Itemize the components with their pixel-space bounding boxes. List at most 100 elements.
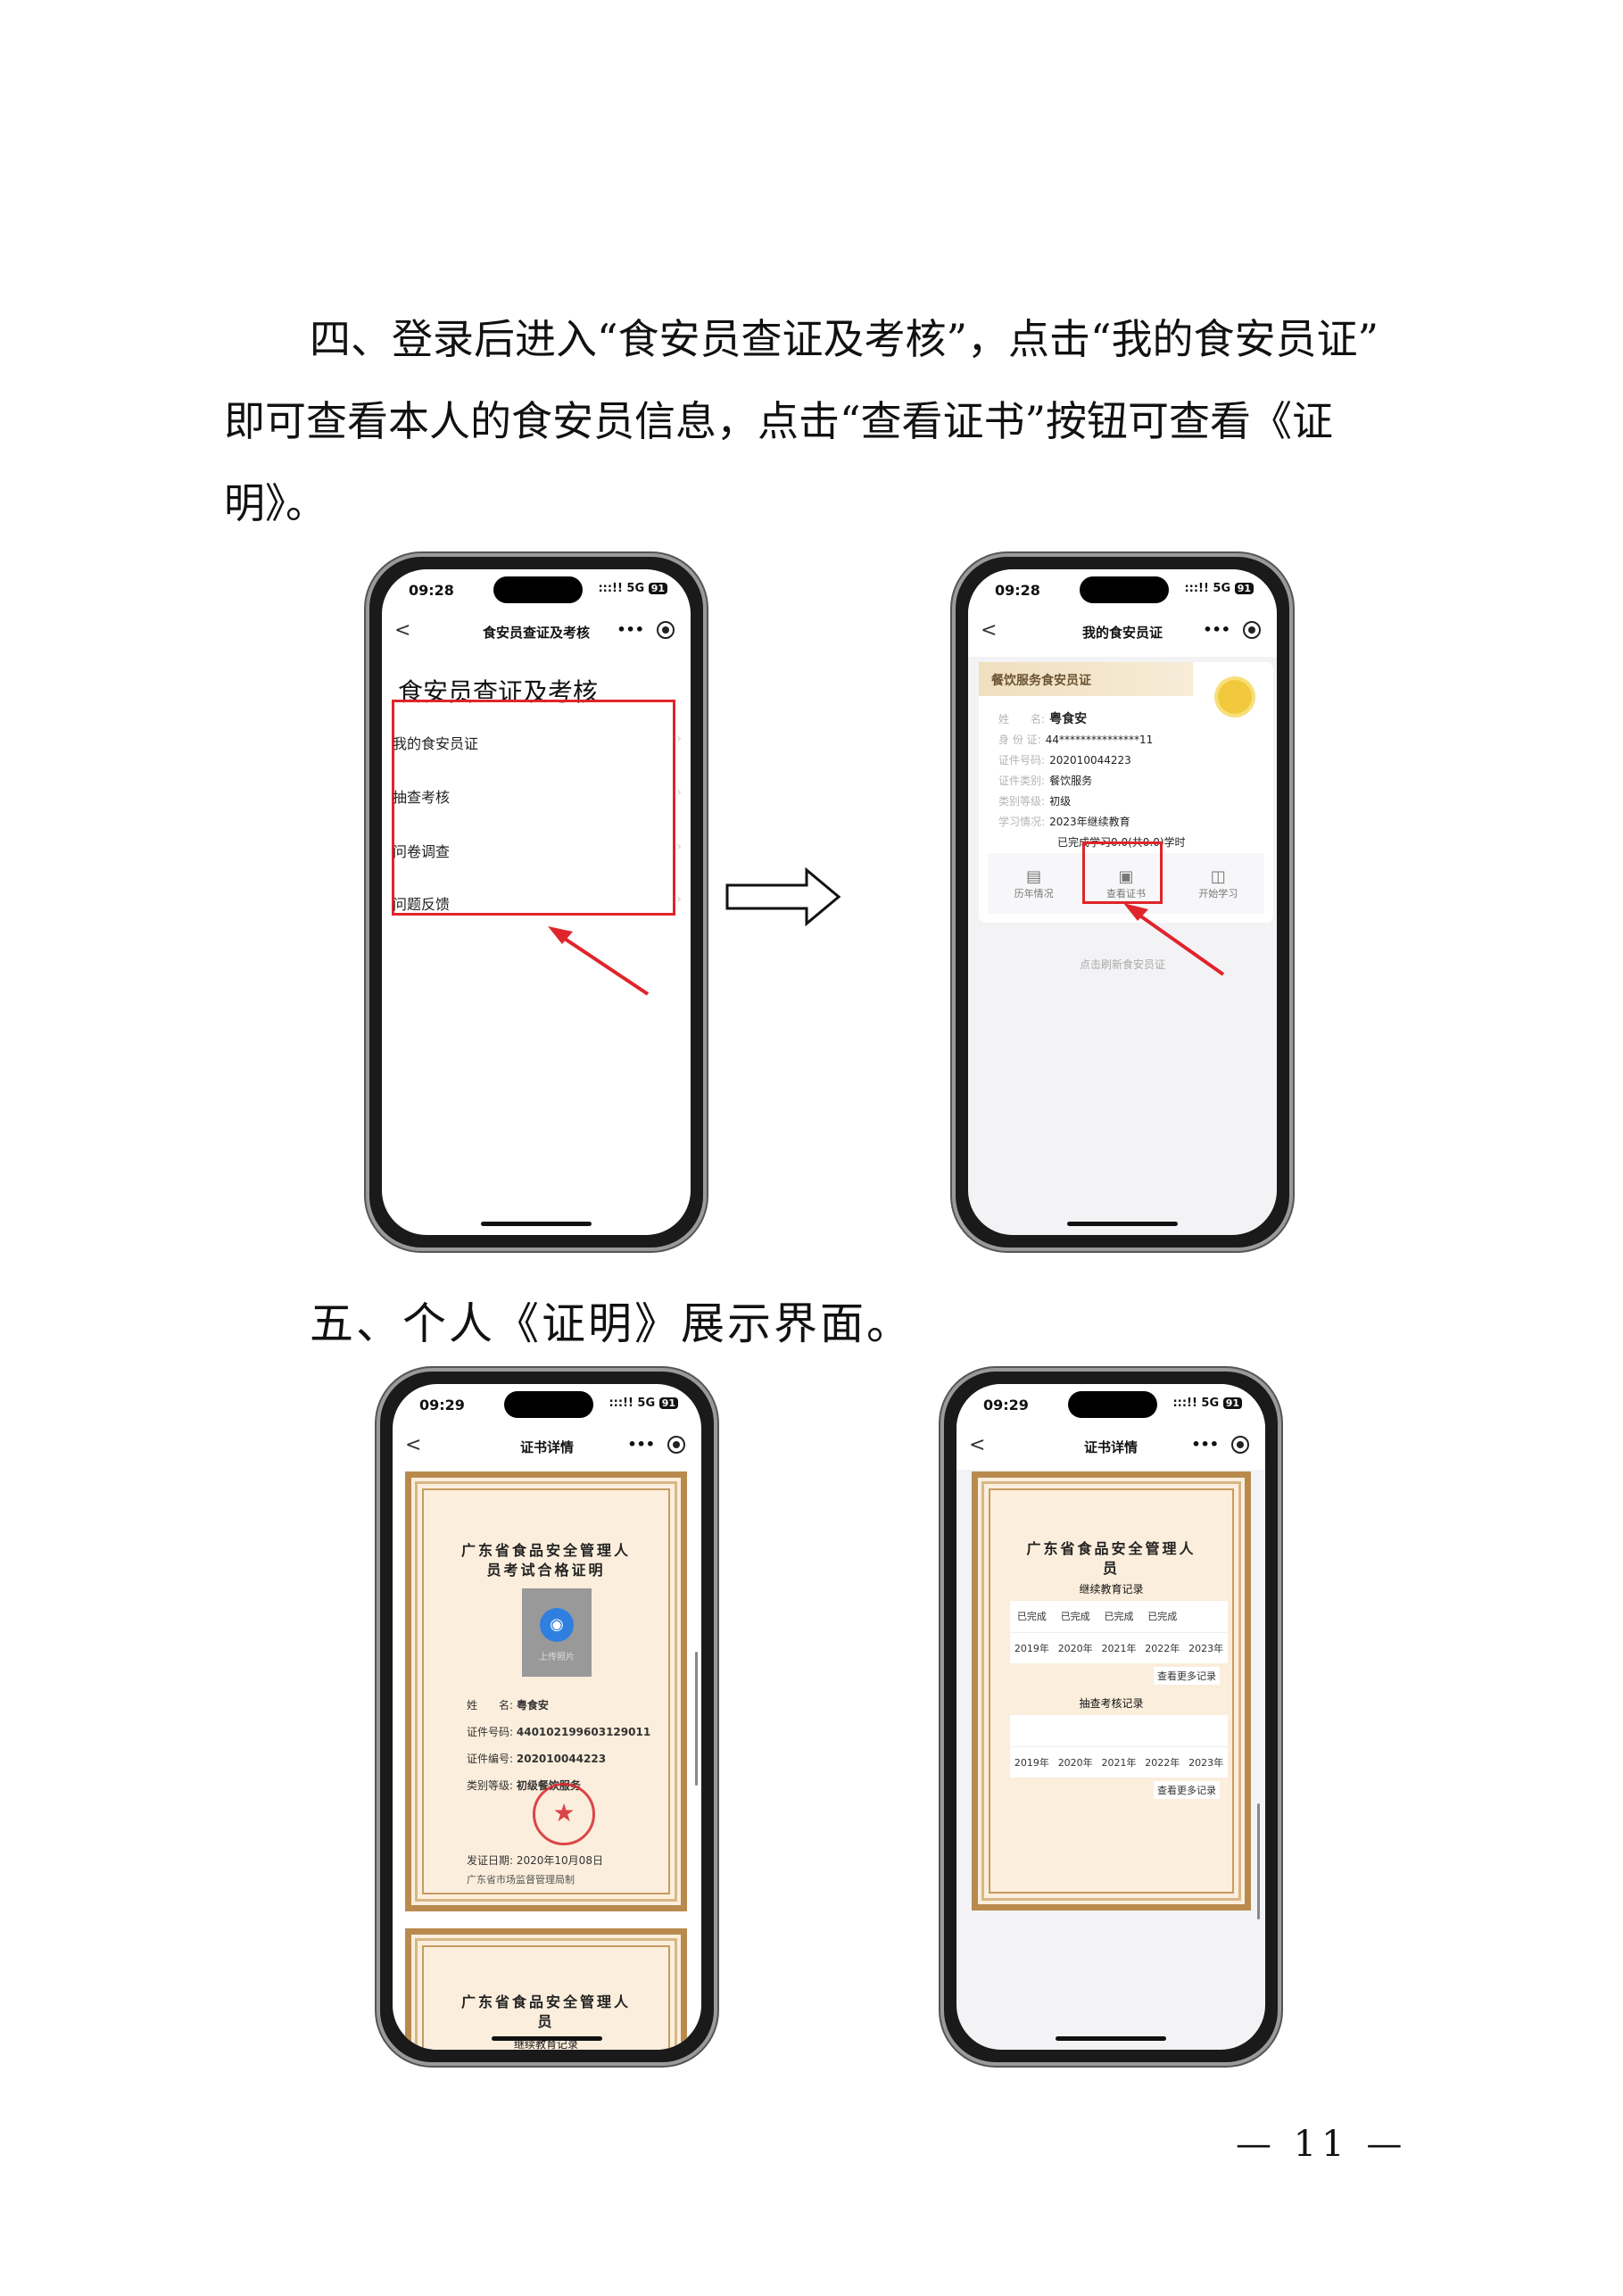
dynamic-island	[1068, 1391, 1157, 1418]
menu-survey[interactable]: 问卷调查 ›	[393, 840, 682, 861]
cert-title: 员	[537, 2013, 555, 2030]
status-icons: :::!! 5G 91	[609, 1397, 678, 1410]
back-icon[interactable]: <	[969, 1434, 986, 1456]
more-icon[interactable]: •••	[627, 1436, 655, 1453]
view-certificate-button[interactable]: ▣查看证书	[1105, 866, 1146, 899]
status-icons: :::!! 5G 91	[1172, 1397, 1242, 1410]
more-records-link[interactable]: 查看更多记录	[1154, 1667, 1220, 1685]
certificate: 广东省食品安全管理人 员考试合格证明 ◉ 上传照片 姓 名: 粤食安 证件号码:…	[405, 1471, 687, 1911]
signal-text: :::!! 5G	[1172, 1397, 1220, 1410]
section5-heading: 五、个人《证明》展示界面。	[310, 1298, 914, 1349]
history-button[interactable]: ▤历年情况	[1014, 866, 1054, 899]
nav-title: 证书详情	[519, 1439, 574, 1455]
status-time: 09:28	[409, 582, 454, 599]
refresh-link[interactable]: 点击刷新食安员证	[1079, 958, 1165, 971]
close-miniprogram-icon[interactable]	[667, 1436, 685, 1454]
highlight-box	[1082, 841, 1163, 904]
phone-screenshot-4: 09:29 :::!! 5G 91 < 证书详情 ••• 广东省食品安全管理人 …	[940, 1368, 1281, 2066]
more-records-link[interactable]: 查看更多记录	[1154, 1781, 1220, 1799]
menu-spot-check[interactable]: 抽查考核 ›	[393, 785, 682, 807]
status-icons: :::!! 5G 91	[598, 582, 667, 595]
cert-title: 员考试合格证明	[486, 1562, 606, 1579]
red-arrow-icon	[1123, 903, 1225, 976]
close-miniprogram-icon[interactable]	[657, 621, 675, 639]
chevron-right-icon: ›	[676, 785, 682, 800]
phone-screenshot-3: 09:29 :::!! 5G 91 < 证书详情 ••• 广东省食品安全管理人 …	[377, 1368, 717, 2066]
cert-title: 广东省食品安全管理人	[460, 1542, 631, 1559]
camera-icon: ◉	[540, 1608, 574, 1642]
battery-icon: 91	[1234, 583, 1254, 594]
home-indicator	[1067, 1222, 1178, 1226]
certificate-2: 广东省食品安全管理人 员 继续教育记录	[405, 1928, 687, 2050]
signal-text: :::!! 5G	[609, 1397, 656, 1410]
history-icon: ▤	[1026, 866, 1042, 886]
menu-label: 问卷调查	[393, 843, 451, 860]
study-value: 2023年继续教育	[1049, 816, 1130, 828]
menu-label: 抽查考核	[393, 789, 451, 806]
level-value: 初级	[1049, 795, 1072, 808]
cert-subtitle: 继续教育记录	[513, 2038, 578, 2050]
text-line: 即可查看本人的食安员信息，点击“查看证书”按钮可查看《证	[224, 397, 1334, 445]
certificate-card: 餐饮服务食安员证 姓 名: 粤食安 身 份 证: 44*************…	[979, 662, 1273, 923]
status-time: 09:29	[983, 1397, 1029, 1413]
check-record-title: 抽查考核记录	[1079, 1697, 1144, 1710]
nav-title: 证书详情	[1083, 1439, 1138, 1455]
menu-my-certificate[interactable]: 我的食安员证 ›	[393, 732, 682, 753]
status-time: 09:28	[995, 582, 1040, 599]
menu-label: 问题反馈	[393, 896, 451, 913]
chevron-right-icon: ›	[676, 732, 682, 746]
text-line: 四、登录后进入“食安员查证及考核”，点击“我的食安员证”	[310, 315, 1379, 363]
phone-screenshot-2: 09:28 :::!! 5G 91 < 我的食安员证 ••• 餐饮服务食安员证 …	[952, 553, 1293, 1251]
battery-icon: 91	[658, 1397, 678, 1409]
status-row: 已完成已完成已完成已完成	[1016, 1611, 1178, 1623]
more-icon[interactable]: •••	[1203, 621, 1230, 638]
medal-icon	[1218, 680, 1252, 714]
home-indicator	[492, 2036, 602, 2041]
cert-title: 广东省食品安全管理人	[460, 1993, 631, 2010]
nav-title: 我的食安员证	[1081, 625, 1163, 641]
section4-paragraph: 四、登录后进入“食安员查证及考核”，点击“我的食安员证” 即可查看本人的食安员信…	[224, 298, 1518, 544]
back-icon[interactable]: <	[981, 619, 998, 642]
issuer: 广东省市场监督管理局制	[467, 1874, 575, 1886]
home-indicator	[481, 1222, 592, 1226]
cert-number-value: 202010044223	[1049, 754, 1131, 767]
text-line: 明》。	[224, 479, 327, 527]
photo-upload[interactable]: ◉ 上传照片	[522, 1588, 592, 1677]
id-value: 44***************11	[1045, 734, 1154, 746]
cert-type-value: 餐饮服务	[1049, 775, 1093, 787]
menu-feedback[interactable]: 问题反馈 ›	[393, 892, 682, 914]
more-icon[interactable]: •••	[1191, 1436, 1219, 1453]
start-learning-button[interactable]: ◫开始学习	[1198, 866, 1238, 899]
more-icon[interactable]: •••	[617, 621, 644, 638]
menu-label: 我的食安员证	[393, 735, 479, 752]
scrollbar[interactable]	[695, 1652, 698, 1786]
phone-screenshot-1: 09:28 :::!! 5G 91 < 食安员查证及考核 ••• 食安员查证及考…	[366, 553, 707, 1251]
dynamic-island	[493, 576, 583, 603]
cert-title: 员	[1102, 1560, 1120, 1577]
name-value: 粤食安	[1049, 712, 1088, 726]
red-arrow-icon	[548, 926, 650, 996]
certificate-icon: ▣	[1118, 866, 1134, 886]
scrollbar[interactable]	[1257, 1803, 1260, 1919]
chevron-right-icon: ›	[676, 892, 682, 907]
close-miniprogram-icon[interactable]	[1231, 1436, 1249, 1454]
card-title: 餐饮服务食安员证	[979, 662, 1193, 696]
nav-title: 食安员查证及考核	[482, 625, 590, 641]
close-miniprogram-icon[interactable]	[1243, 621, 1261, 639]
action-bar: ▤历年情况 ▣查看证书 ◫开始学习	[988, 853, 1264, 914]
official-stamp: ★	[533, 1783, 595, 1845]
cert-title: 广东省食品安全管理人	[1026, 1540, 1197, 1557]
battery-icon: 91	[648, 583, 667, 594]
right-arrow-icon	[725, 866, 841, 927]
back-icon[interactable]: <	[405, 1434, 422, 1456]
highlight-box	[392, 700, 675, 916]
chevron-right-icon: ›	[676, 840, 682, 854]
home-indicator	[1056, 2036, 1166, 2041]
back-icon[interactable]: <	[394, 619, 411, 642]
battery-icon: 91	[1222, 1397, 1242, 1409]
status-icons: :::!! 5G 91	[1184, 582, 1254, 595]
